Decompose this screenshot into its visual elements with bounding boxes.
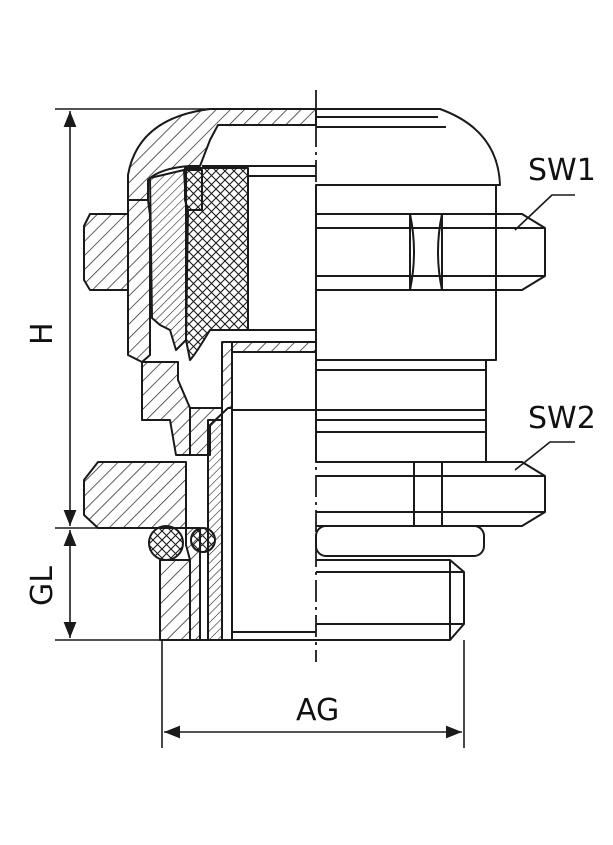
sw2-leader [514,441,575,471]
gl-label: GL [25,566,60,606]
section-view [83,108,317,641]
sw1-leader [514,194,575,231]
upper-body [315,184,497,361]
o-ring-inner [190,527,216,553]
external-view [315,108,546,641]
body-section [141,361,191,456]
dimension-lines [55,108,575,748]
sw1-label: SW1 [528,153,596,188]
sw2-flange-section [83,461,187,529]
sw1-flange-section [83,213,129,291]
sw2-hex-nut [316,461,546,527]
seal-band [315,525,485,557]
o-ring-outer [148,525,184,561]
dome-cap-outline [316,108,501,186]
clamp-cage [149,169,187,351]
sw1-hex-nut [316,213,546,291]
seal-insert [184,167,249,361]
thread-section [159,559,191,641]
neck [315,359,487,411]
thread [316,559,465,641]
ag-label: AG [296,693,339,728]
sw2-label: SW2 [528,401,596,436]
h-label: H [25,322,60,345]
